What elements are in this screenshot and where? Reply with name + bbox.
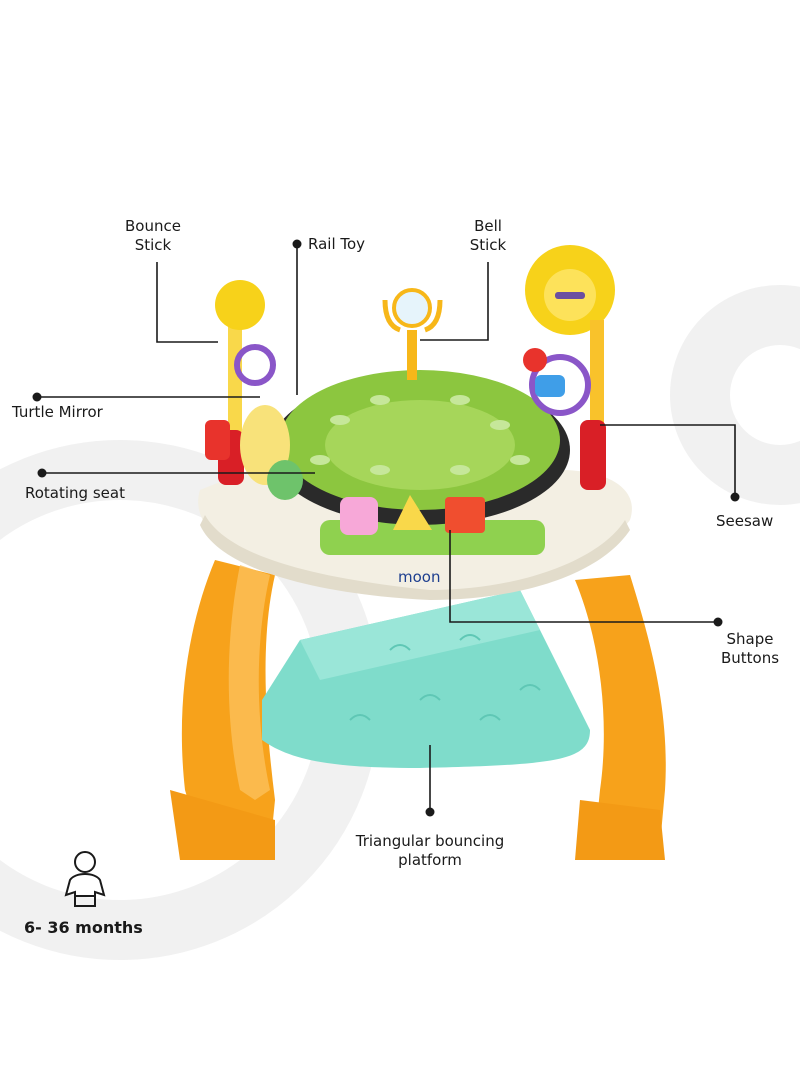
bouncing-platform (262, 590, 590, 768)
leader-lines (37, 245, 736, 810)
age-range: 6- 36 months (24, 918, 143, 937)
frame-legs (170, 560, 666, 860)
bounce-stick-toy (205, 280, 276, 485)
turtle-mirror-toy (240, 405, 303, 500)
rotating-seat (270, 370, 570, 525)
baby-icon (64, 851, 106, 907)
brand-logo: moon (398, 568, 440, 586)
label-bell-stick: Bell Stick (469, 217, 507, 254)
shape-buttons (340, 495, 485, 535)
label-seesaw: Seesaw (716, 512, 774, 530)
label-platform: Triangular bouncing platform (355, 832, 505, 869)
seesaw-toy (523, 245, 615, 490)
bell-stick-toy (382, 288, 443, 380)
label-rotating-seat: Rotating seat (25, 484, 125, 502)
label-turtle-mirror: Turtle Mirror (12, 403, 103, 421)
leader-dots (32, 239, 740, 817)
label-shape-buttons: Shape Buttons (720, 630, 780, 667)
label-bounce-stick: Bounce Stick (125, 217, 181, 254)
label-rail-toy: Rail Toy (308, 235, 366, 253)
